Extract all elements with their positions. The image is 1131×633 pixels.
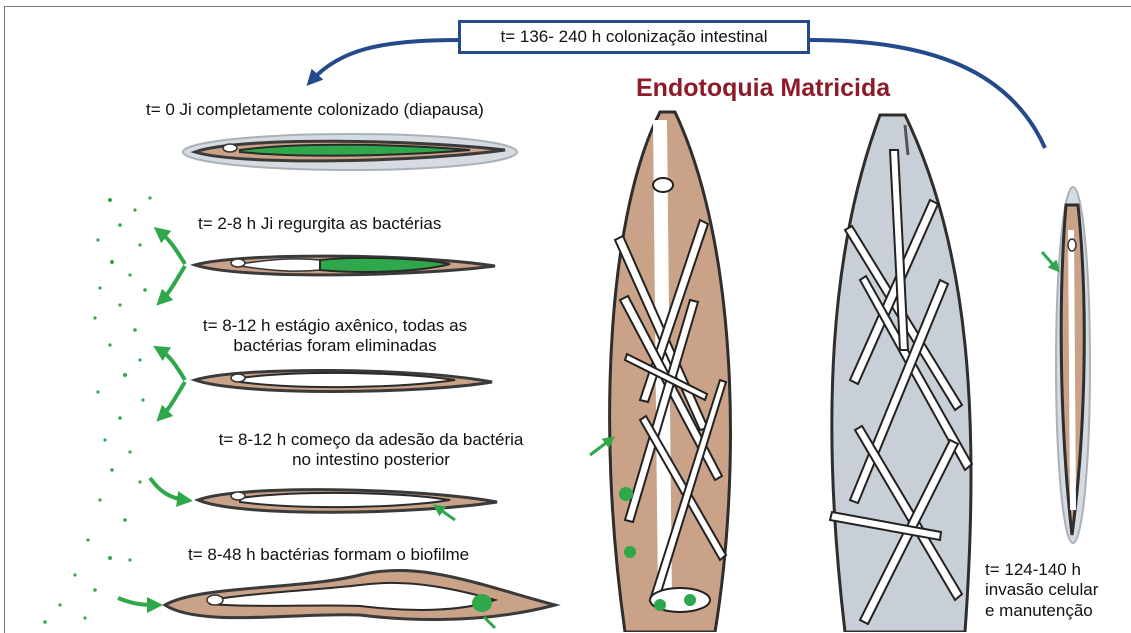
colonization-label-text: t= 136- 240 h colonização intestinal: [501, 27, 768, 47]
mother-cuticle-offspring: [830, 115, 972, 632]
stage-0-label: t= 0 Ji completamente colonizado (diapau…: [146, 100, 484, 120]
stage-2-line-1: t= 8-12 h estágio axênico, todas as: [150, 316, 520, 336]
stage-3-line-2: no intestino posterior: [176, 450, 566, 470]
stage-2-label: t= 8-12 h estágio axênico, todas as bact…: [150, 316, 520, 355]
figure-title: Endotoquia Matricida: [636, 74, 890, 103]
stage-4-label: t= 8-48 h bactérias formam o biofilme: [188, 545, 469, 565]
stage-3-label: t= 8-12 h começo da adesão da bactéria n…: [176, 430, 566, 469]
invasion-label: t= 124-140 h invasão celular e manutençã…: [985, 560, 1098, 621]
worm-diapause: [183, 134, 517, 170]
invasion-line-3: e manutenção: [985, 601, 1098, 621]
worm-adhesion: [150, 478, 497, 520]
colonization-label: t= 136- 240 h colonização intestinal: [458, 20, 810, 54]
worm-axenic: [160, 350, 492, 416]
infective-juvenile: [1042, 187, 1090, 543]
stage-1-label: t= 2-8 h Ji regurgita as bactérias: [198, 214, 441, 234]
worm-regurgitating: [160, 232, 495, 300]
invasion-line-2: invasão celular: [985, 580, 1098, 600]
stage-3-line-1: t= 8-12 h começo da adesão da bactéria: [176, 430, 566, 450]
mother-worm-offspring: [590, 112, 730, 632]
invasion-line-1: t= 124-140 h: [985, 560, 1098, 580]
worm-biofilm: [118, 570, 555, 628]
stage-2-line-2: bactérias foram eliminadas: [150, 336, 520, 356]
